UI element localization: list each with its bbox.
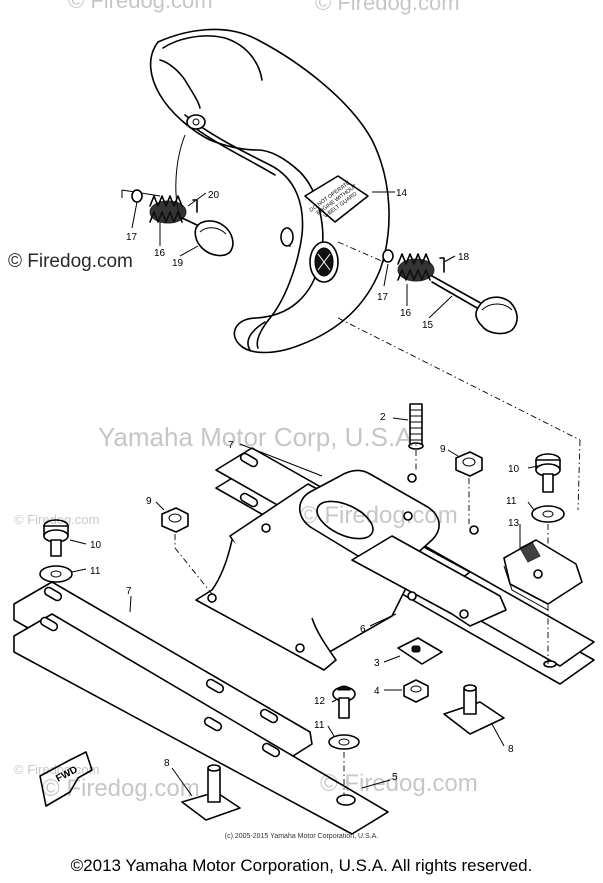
spring-16-right [397, 253, 435, 282]
copyright-footer: ©2013 Yamaha Motor Corporation, U.S.A. A… [70, 856, 533, 875]
callout-16-right: 16 [400, 308, 412, 319]
right-knob-assembly[interactable] [337, 241, 518, 335]
washer-17-right [382, 249, 394, 263]
watermark-firedog-left: © Firedog.com [8, 251, 133, 272]
clip-8-right[interactable] [443, 684, 505, 735]
plate-3[interactable] [397, 637, 443, 665]
callout-20: 20 [208, 190, 220, 201]
callout-14: 14 [396, 188, 408, 199]
cover-grommet [309, 241, 339, 283]
watermark-firedog-small-lower: © Firedog.com [14, 762, 100, 777]
watermark-firedog-small-upper: © Firedog.com [14, 512, 100, 527]
callout-10-left: 10 [90, 540, 102, 551]
watermark-firedog-lower-left: © Firedog.com [42, 775, 200, 802]
mounting-bracket-6[interactable] [195, 469, 507, 671]
callout-6: 6 [360, 624, 366, 635]
bolt-12[interactable] [332, 685, 356, 719]
callout-numbers: 14 20 17 16 19 18 17 16 15 2 9 10 7 9 11… [90, 188, 520, 783]
callout-10-right: 10 [508, 464, 520, 475]
washer-17-left [131, 189, 143, 203]
plate-7-lower[interactable] [13, 581, 389, 835]
nut-9-left[interactable] [161, 507, 189, 533]
washer-11-right[interactable] [531, 505, 565, 523]
callout-7-upper: 7 [228, 440, 234, 451]
watermark-top-left: © Firedog.com [68, 0, 213, 13]
callout-8-right: 8 [508, 744, 514, 755]
knob-19-left [194, 220, 234, 257]
callout-17-right: 17 [377, 292, 389, 303]
watermark-firedog-middle: © Firedog.com [300, 502, 458, 529]
bracket-13[interactable] [503, 539, 583, 611]
washer-11-lower[interactable] [328, 734, 360, 750]
diagram-subcopyright: (c) 2005-2015 Yamaha Motor Corporation, … [224, 833, 379, 840]
callout-11-left: 11 [90, 566, 101, 577]
alignment-line-cover [337, 317, 581, 441]
callout-4: 4 [374, 686, 380, 697]
callout-7-lower: 7 [126, 586, 132, 597]
watermark-top-right: © Firedog.com [315, 0, 460, 15]
callout-5: 5 [392, 772, 398, 783]
nut-4[interactable] [403, 679, 429, 703]
callout-19: 19 [172, 258, 184, 269]
callout-16-left: 16 [154, 248, 166, 259]
callout-8-left: 8 [164, 758, 170, 769]
callout-15: 15 [422, 320, 434, 331]
callout-9-left: 9 [146, 496, 152, 507]
bolt-10-left[interactable] [43, 519, 69, 557]
callout-17-left: 17 [126, 232, 138, 243]
forward-arrow-icon: FWD [39, 751, 93, 807]
stud-2[interactable] [408, 403, 424, 450]
left-knob-assembly[interactable] [121, 189, 234, 257]
bolt-10-right[interactable] [535, 453, 561, 493]
washer-11-left[interactable] [39, 565, 73, 583]
knob-15-right [475, 296, 518, 335]
watermark-firedog-lower-right: © Firedog.com [320, 770, 478, 797]
callout-12: 12 [314, 696, 326, 707]
watermark-yamaha: Yamaha Motor Corp, U.S.A. [98, 422, 420, 452]
alignment-line-bracket [577, 439, 581, 511]
callout-3: 3 [374, 658, 380, 669]
callout-13: 13 [508, 518, 520, 529]
callout-leaders [69, 191, 539, 797]
alignment-nut-9-left-b [174, 547, 213, 595]
clip-8-left[interactable] [181, 764, 241, 821]
spring-16-left [149, 195, 187, 224]
callout-2: 2 [380, 412, 386, 423]
nut-9-right[interactable] [455, 451, 483, 477]
callout-18: 18 [458, 252, 470, 263]
callout-11-lower: 11 [314, 720, 325, 731]
belt-guard-cover[interactable]: DO NOT OPERATE ENGINE WITHOUT V-BELT GUA… [149, 28, 390, 354]
callout-11-right: 11 [506, 496, 517, 507]
callout-9-right: 9 [440, 444, 446, 455]
